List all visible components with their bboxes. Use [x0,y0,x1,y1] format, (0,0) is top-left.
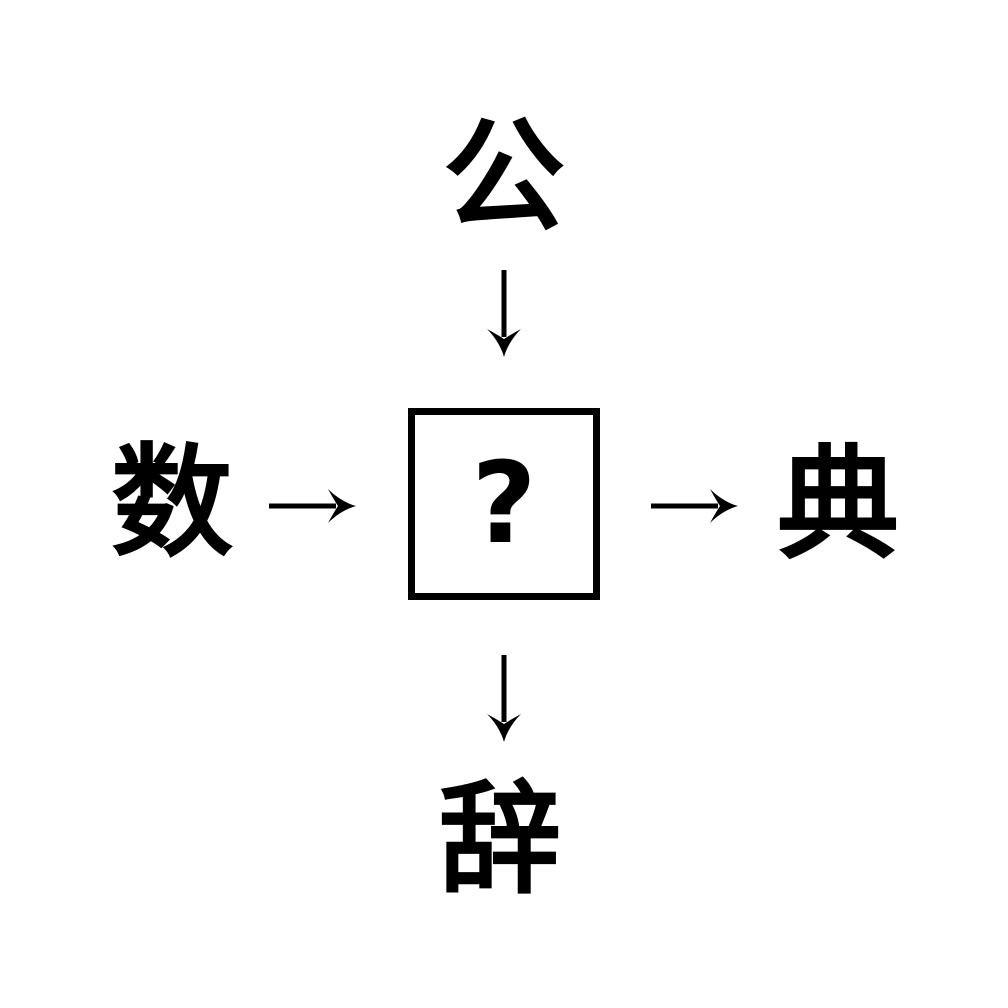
right-kanji: 典 [777,434,899,576]
arrow-down-icon [484,652,524,744]
left-kanji: 数 [111,432,233,574]
top-kanji: 公 [443,106,565,248]
arrow-down-icon [484,267,524,359]
question-mark-placeholder: ? [471,439,537,569]
arrow-right-icon [648,486,740,526]
bottom-kanji: 辞 [439,769,561,911]
answer-box: ? [408,408,600,600]
arrow-right-icon [266,486,358,526]
